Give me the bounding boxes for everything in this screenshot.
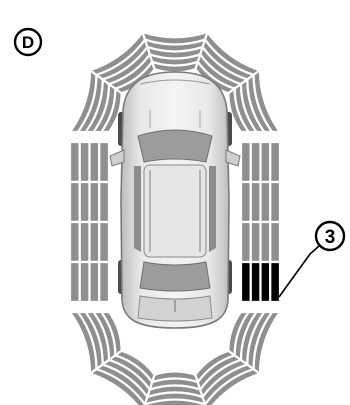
windshield (138, 130, 212, 162)
left-zone-segment (99, 182, 109, 222)
callout-3: 3 (279, 222, 344, 297)
side-window-left (134, 166, 141, 252)
right-zone-segment (261, 262, 271, 302)
left-zone-segment (70, 222, 80, 262)
roof (144, 165, 206, 257)
right-zone-segment (270, 142, 280, 182)
left-zone-segment (70, 262, 80, 302)
right-zone-segment (251, 262, 261, 302)
figure-label: D (22, 33, 34, 52)
left-zone-segment (80, 182, 90, 222)
right-zone-segment (270, 182, 280, 222)
left-zone-segment (80, 222, 90, 262)
right-zone-segment (261, 142, 271, 182)
callout-line (279, 246, 319, 297)
right-zone-segment (270, 222, 280, 262)
left-zone-segment (90, 142, 100, 182)
left-zone-segment (90, 182, 100, 222)
right-zone-segment (241, 142, 251, 182)
right-zone-segment (251, 222, 261, 262)
right-zone-segment (270, 262, 280, 302)
right-zone-segment (251, 142, 261, 182)
right-zone-segment (261, 222, 271, 262)
right-zone-segment (251, 182, 261, 222)
rear-window (140, 262, 210, 291)
right-zone-segment (241, 182, 251, 222)
side-window-right (209, 166, 216, 252)
figure-label-badge: D (15, 29, 41, 55)
right-zone-segment (241, 222, 251, 262)
left-zone-segment (80, 262, 90, 302)
left-zone-segment (70, 142, 80, 182)
left-zone-segment (99, 142, 109, 182)
left-zone-segment (80, 142, 90, 182)
right-zone-segment (241, 262, 251, 302)
left-zone-segment (99, 262, 109, 302)
car-top-view-icon (110, 72, 240, 328)
left-zone-segment (99, 222, 109, 262)
right-zone-segment (261, 182, 271, 222)
left-zone-segment (70, 182, 80, 222)
left-zone-segment (90, 222, 100, 262)
callout-label: 3 (325, 227, 336, 248)
front-zone-segment (143, 32, 208, 44)
left-zone-segment (90, 262, 100, 302)
